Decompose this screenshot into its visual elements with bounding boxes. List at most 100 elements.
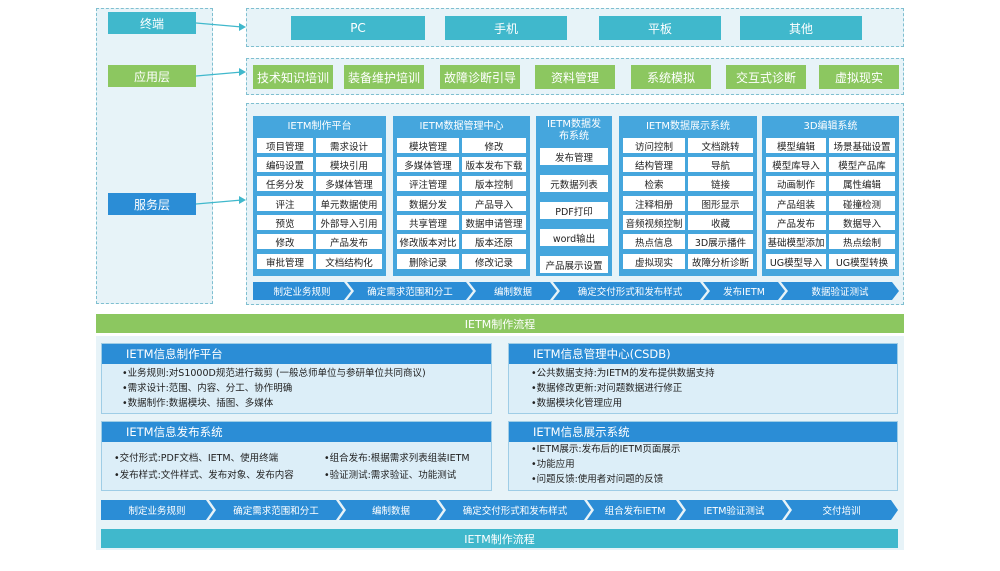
terminal-tablet: 平板: [599, 16, 721, 40]
system-cell: 结构管理: [623, 157, 685, 172]
system-data-center: IETM数据管理中心 模块管理 修改 多媒体管理 版本发布下载 评注管理 版本控…: [393, 116, 530, 276]
system-cell: 多媒体管理: [316, 176, 382, 191]
system-cell: 故障分析诊断: [688, 254, 753, 269]
system-cell: 删除记录: [397, 254, 459, 269]
system-cell: 产品展示设置: [540, 256, 608, 273]
system-cell: 发布管理: [540, 148, 608, 165]
system-cell: 修改记录: [462, 254, 526, 269]
system-cell: 模块引用: [316, 157, 382, 172]
system-cell: 文档跳转: [688, 138, 753, 153]
system-cell: 基础模型添加: [766, 234, 826, 249]
system-cell: PDF打印: [540, 202, 608, 219]
flow-step: 组合发布IETM: [587, 500, 683, 520]
flow-step: IETM验证测试: [679, 500, 789, 520]
panel-line: •发布样式:文件样式、发布对象、发布内容: [114, 470, 294, 481]
flow-step: 数据验证测试: [781, 282, 899, 300]
system-cell: 属性编辑: [829, 176, 895, 191]
panel-line: •验证测试:需求验证、功能测试: [324, 470, 457, 481]
system-cell: 场景基础设置: [829, 138, 895, 153]
flow-step: 确定需求范围和分工: [209, 500, 343, 520]
panel-title: IETM信息展示系统: [509, 422, 897, 442]
flow-step: 制定业务规则: [101, 500, 213, 520]
system-cell: 模块管理: [397, 138, 459, 153]
system-cell: 版本发布下载: [462, 157, 526, 172]
system-cell: word输出: [540, 229, 608, 246]
system-cell: 收藏: [688, 215, 753, 230]
system-cell: 碰撞检测: [829, 196, 895, 211]
system-cell: UG模型转换: [829, 254, 895, 269]
system-cell: 评注管理: [397, 176, 459, 191]
system-cell: 编码设置: [257, 157, 313, 172]
system-cell: 产品组装: [766, 196, 826, 211]
system-title: IETM数据管理中心: [419, 121, 504, 132]
system-cell: 单元数据使用: [316, 196, 382, 211]
terminal-pc: PC: [291, 16, 425, 40]
service-layer-box: IETM制作平台 项目管理 需求设计 编码设置 模块引用 任务分发 多媒体管理 …: [246, 103, 904, 305]
app-item: 资料管理: [535, 65, 615, 89]
panel-publish: IETM信息发布系统 •交付形式:PDF文档、IETM、使用终端 •发布样式:文…: [101, 421, 492, 491]
publish-right-column: •组合发布:根据需求列表组装IETM •验证测试:需求验证、功能测试: [324, 450, 470, 484]
system-cell: 检索: [623, 176, 685, 191]
system-cell: UG模型导入: [766, 254, 826, 269]
system-cell: 元数据列表: [540, 175, 608, 192]
flow-step: 编制数据: [339, 500, 443, 520]
layer-column: [96, 8, 213, 304]
panel-display: IETM信息展示系统 •IETM展示:发布后的IETM页面展示 •功能应用 •问…: [508, 421, 898, 491]
system-cell: 访问控制: [623, 138, 685, 153]
system-cell: 数据导入: [829, 215, 895, 230]
system-cell: 模型编辑: [766, 138, 826, 153]
system-cell: 预览: [257, 215, 313, 230]
system-title: IETM制作平台: [287, 121, 352, 132]
system-cell: 文档结构化: [316, 254, 382, 269]
panel-line: •组合发布:根据需求列表组装IETM: [324, 453, 470, 464]
system-cell: 虚拟现实: [623, 254, 685, 269]
system-title: 3D编辑系统: [803, 121, 858, 132]
system-cell: 3D展示播件: [688, 234, 753, 249]
system-display: IETM数据展示系统 访问控制 文档跳转 结构管理 导航 检索 链接 注释相册 …: [619, 116, 757, 276]
system-cell: 共享管理: [397, 215, 459, 230]
system-cell: 需求设计: [316, 138, 382, 153]
system-cell: 模型产品库: [829, 157, 895, 172]
system-cell: 模型库导入: [766, 157, 826, 172]
terminal-phone: 手机: [445, 16, 567, 40]
panel-title: IETM信息管理中心(CSDB): [509, 344, 897, 364]
system-cell: 产品发布: [316, 234, 382, 249]
system-cell: 版本控制: [462, 176, 526, 191]
system-cell: 修改: [462, 138, 526, 153]
panel-line: •数据修改更新:对问题数据进行修正: [531, 383, 683, 394]
system-cell: 任务分发: [257, 176, 313, 191]
flow-step: 确定需求范围和分工: [347, 282, 473, 300]
service-layer-label: 服务层: [108, 193, 196, 215]
panel-line: •问题反馈:使用者对问题的反馈: [531, 474, 664, 485]
panel-title: IETM信息制作平台: [102, 344, 491, 364]
system-ietm-platform: IETM制作平台 项目管理 需求设计 编码设置 模块引用 任务分发 多媒体管理 …: [253, 116, 386, 276]
system-cell: 产品导入: [462, 196, 526, 211]
system-publish: IETM数据发布系统 发布管理 元数据列表 PDF打印 word输出 产品展示设…: [536, 116, 612, 276]
panel-line: •交付形式:PDF文档、IETM、使用终端: [114, 453, 279, 464]
system-cell: 音频视频控制: [623, 215, 685, 230]
flow-step: 编制数据: [469, 282, 557, 300]
system-cell: 修改: [257, 234, 313, 249]
flow-step: 确定交付形式和发布样式: [553, 282, 707, 300]
system-cell: 项目管理: [257, 138, 313, 153]
panel-line: •公共数据支持:为IETM的发布提供数据支持: [531, 368, 715, 379]
panel-line: •IETM展示:发布后的IETM页面展示: [531, 444, 681, 455]
system-cell: 注释相册: [623, 196, 685, 211]
panel-title: IETM信息发布系统: [102, 422, 491, 442]
flow-step: 发布IETM: [703, 282, 785, 300]
panel-line: •业务规则:对S1000D规范进行裁剪 (一般总师单位与参研单位共同商议): [122, 368, 426, 379]
app-item: 系统模拟: [631, 65, 711, 89]
system-cell: 热点信息: [623, 234, 685, 249]
layer-connectors: [196, 22, 246, 205]
app-item: 装备维护培训: [344, 65, 424, 89]
app-item: 技术知识培训: [253, 65, 333, 89]
system-title: IETM数据展示系统: [645, 121, 730, 132]
ietm-flow-bar: IETM制作流程: [96, 314, 904, 333]
panel-line: •需求设计:范围、内容、分工、协作明确: [122, 383, 293, 394]
terminal-other: 其他: [740, 16, 862, 40]
system-cell: 导航: [688, 157, 753, 172]
flow-step: 确定交付形式和发布样式: [439, 500, 591, 520]
system-cell: 产品发布: [766, 215, 826, 230]
system-cell: 评注: [257, 196, 313, 211]
system-cell: 修改版本对比: [397, 234, 459, 249]
